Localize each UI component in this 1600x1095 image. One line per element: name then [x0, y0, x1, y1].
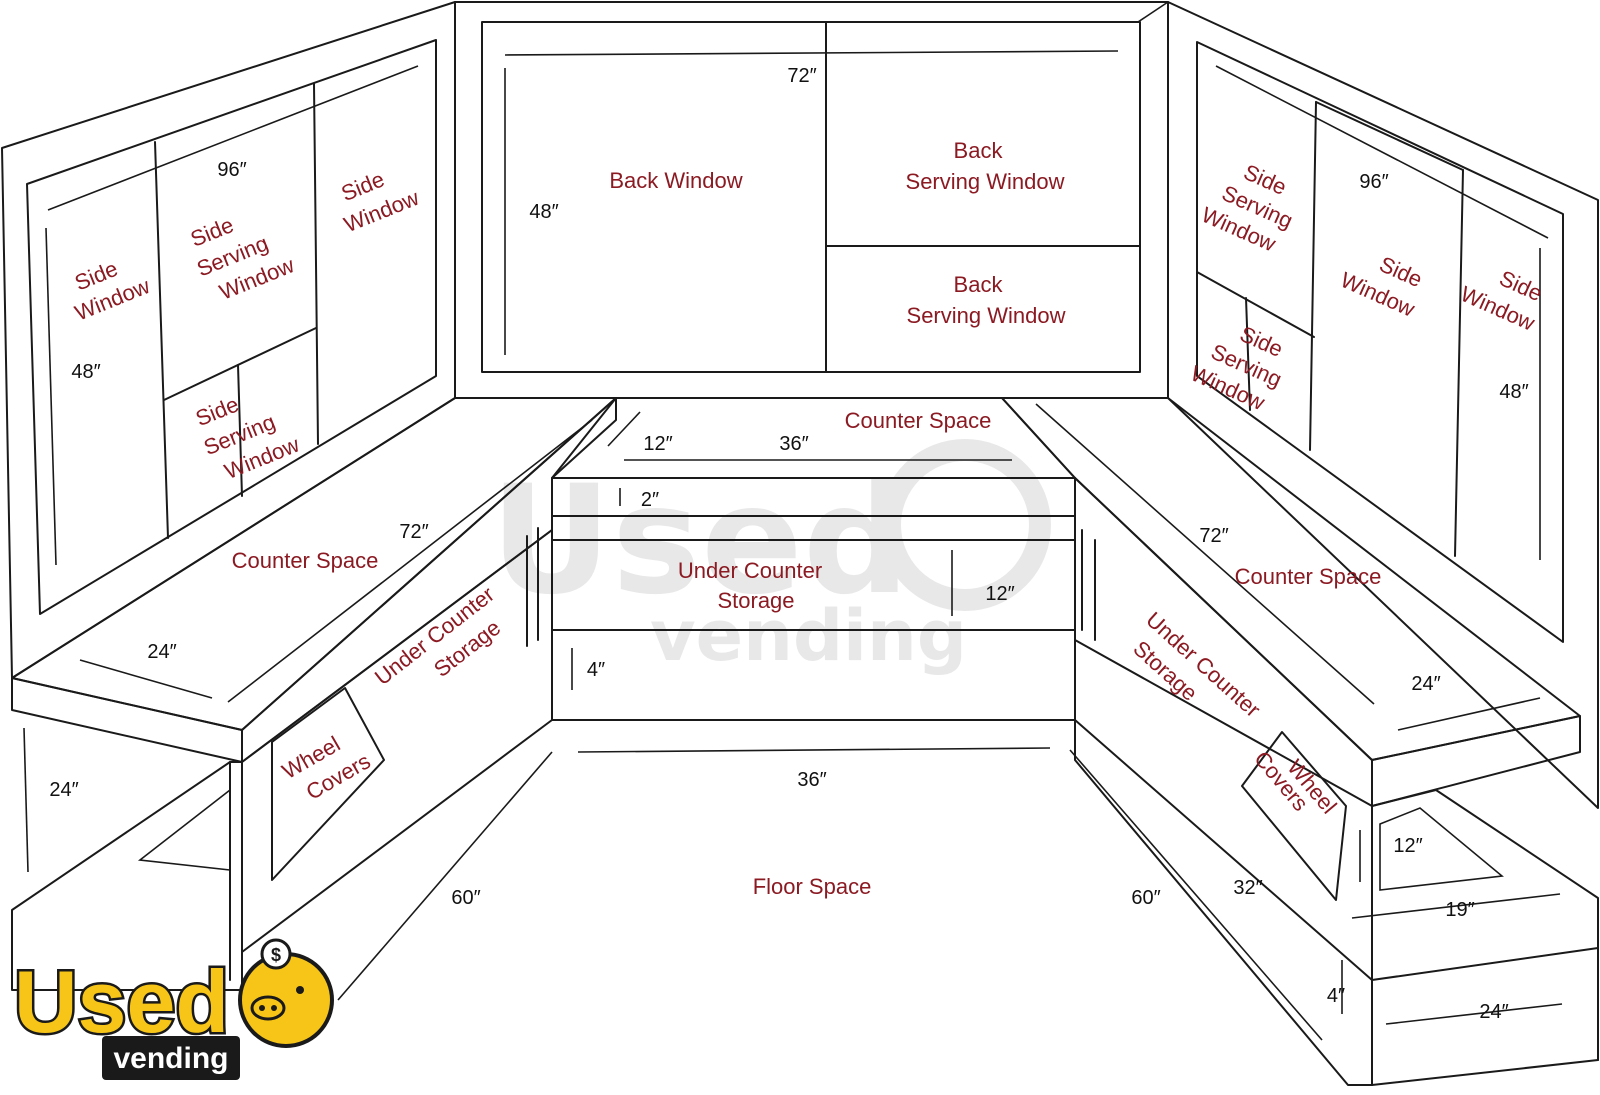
label-counter-space-right: Counter Space	[1235, 564, 1382, 589]
dim-left-counter-height: 24″	[49, 779, 78, 801]
left-wall-width-line	[47, 65, 419, 211]
right-wheel-cover	[1241, 731, 1347, 901]
label-back-serving-top-2: Serving Window	[906, 169, 1065, 194]
left-base-notch	[137, 788, 231, 871]
logo-vending-bg	[102, 1036, 240, 1080]
dim-back-counter-depth: 12″	[643, 433, 672, 455]
label-counter-space-left: Counter Space	[232, 548, 379, 573]
left-wall-height-line	[45, 227, 57, 566]
right-divider-1	[1309, 101, 1317, 451]
left-base-outline	[11, 761, 243, 991]
dim-right-box-height: 4″	[1327, 985, 1345, 1007]
left-divider-4	[237, 364, 243, 497]
label-center-storage-2: Storage	[717, 588, 794, 613]
dim-right-floor-length: 60″	[1131, 887, 1160, 909]
left-counter	[11, 397, 617, 1001]
dim-back-lip: 2″	[641, 489, 659, 511]
left-counter-length-line	[227, 419, 593, 703]
dim-right-counter-depth: 24″	[1411, 673, 1440, 695]
dim-floor-width: 36″	[797, 769, 826, 791]
floor-width-line	[577, 747, 1051, 753]
label-floor-space: Floor Space	[753, 874, 872, 899]
dim-right-step-depth: 32″	[1233, 877, 1262, 899]
logo-pig-eye	[296, 986, 304, 994]
left-counter-depth-line	[79, 659, 213, 699]
left-divider-2	[313, 83, 319, 445]
left-wall	[1, 1, 456, 679]
right-divider-5	[1245, 297, 1251, 411]
left-wall-outline	[1, 1, 456, 679]
logo-coin-symbol: $	[271, 945, 281, 965]
label-counter-space-back: Counter Space	[845, 408, 992, 433]
right-box-width-line	[1385, 1003, 1563, 1025]
labels: Back Window Back Serving Window Back Ser…	[71, 138, 1546, 899]
dim-center-kick: 4″	[587, 659, 605, 681]
right-wall-outline	[1167, 1, 1599, 809]
back-window-frame	[481, 21, 1141, 373]
dim-back-window-height: 48″	[529, 201, 558, 223]
dim-right-wall-width: 96″	[1359, 171, 1388, 193]
back-counter-depth-line	[607, 411, 641, 447]
dim-left-wall-height: 48″	[71, 361, 100, 383]
right-counter-length-line	[1035, 403, 1375, 705]
dim-center-storage-height: 12″	[985, 583, 1014, 605]
dim-left-floor-length: 60″	[451, 887, 480, 909]
right-window-frame	[1196, 41, 1564, 643]
left-wheel-cover	[271, 687, 385, 881]
label-back-serving-bottom-2: Serving Window	[907, 303, 1066, 328]
left-floor-length-line	[337, 751, 553, 1001]
logo-snout-dot-1	[259, 1005, 265, 1011]
right-floor-length-line	[1069, 749, 1323, 1041]
left-counter-edge	[11, 677, 243, 763]
left-window-frame	[26, 39, 437, 615]
right-counter	[1001, 397, 1599, 1086]
logo-vending-text: vending	[113, 1042, 228, 1075]
back-wall	[454, 1, 1169, 399]
right-divider-4	[1196, 271, 1315, 338]
left-divider-3	[163, 327, 317, 401]
dim-left-counter-length: 72″	[399, 521, 428, 543]
right-floor-edge	[1074, 719, 1373, 1086]
dim-right-step-width: 19″	[1445, 899, 1474, 921]
left-divider-1	[154, 141, 169, 539]
label-back-window: Back Window	[609, 168, 742, 193]
logo-snout-dot-2	[271, 1005, 277, 1011]
watermark-vending: vending	[650, 595, 967, 677]
dim-right-counter-length: 72″	[1199, 525, 1228, 547]
right-counter-depth-line	[1397, 697, 1541, 731]
back-wall-corner-line	[1137, 1, 1169, 23]
used-vending-logo: Used $ vending	[12, 938, 334, 1080]
back-window-width-line	[504, 50, 1119, 56]
right-divider-3	[1315, 101, 1464, 171]
logo-pig-icon	[238, 952, 334, 1048]
label-back-serving-top-1: Back	[954, 138, 1004, 163]
dim-left-counter-depth: 24″	[147, 641, 176, 663]
right-wall-width-line	[1215, 65, 1549, 239]
right-step-box	[1371, 789, 1599, 981]
dim-back-window-width: 72″	[787, 65, 816, 87]
logo-coin-icon	[260, 938, 292, 970]
watermark-pig-icon	[879, 439, 1051, 611]
label-back-serving-bottom-1: Back	[954, 272, 1004, 297]
dim-right-wall-height: 48″	[1499, 381, 1528, 403]
right-step-width-line	[1351, 893, 1561, 919]
left-counter-height-line	[23, 727, 29, 873]
right-step-notch	[1379, 807, 1504, 891]
dimensions: 72″ 48″ 96″ 48″ 96″ 48″ 12″ 36″ 2″ 12″ 4…	[49, 65, 1528, 1023]
right-divider-2	[1454, 169, 1464, 557]
dim-right-box-width: 24″	[1479, 1001, 1508, 1023]
right-wall	[1167, 1, 1599, 809]
dim-back-counter-width: 36″	[779, 433, 808, 455]
right-box-bottom	[1371, 1059, 1599, 1086]
label-center-storage-1: Under Counter	[678, 558, 822, 583]
dim-left-wall-width: 96″	[217, 159, 246, 181]
logo-pig-snout-icon	[250, 995, 286, 1021]
dim-right-step-height: 12″	[1393, 835, 1422, 857]
back-wall-outline	[454, 1, 1169, 399]
